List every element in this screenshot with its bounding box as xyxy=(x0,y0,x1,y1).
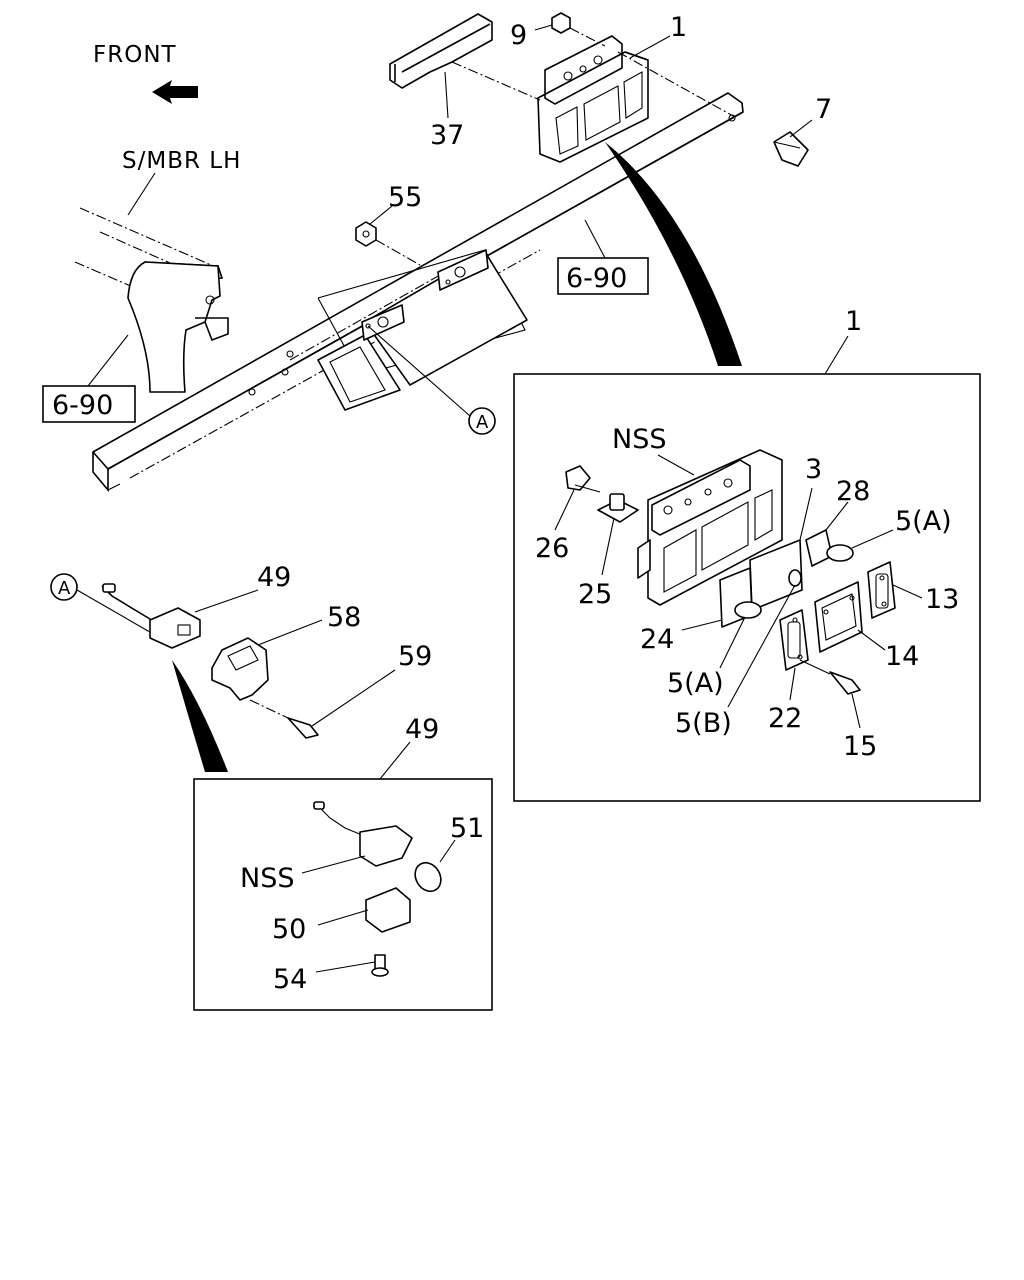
callout-3: 3 xyxy=(805,454,822,485)
callout-5a-lower: 5(A) xyxy=(667,668,724,699)
callout-13: 13 xyxy=(925,584,959,615)
callout-1: 1 xyxy=(670,12,687,43)
svg-text:A: A xyxy=(58,578,71,599)
bulb-5b-leader xyxy=(727,584,796,708)
screw-54: 54 xyxy=(273,954,389,995)
callout-15: 15 xyxy=(843,731,877,762)
ref-box-mid: 6-90 xyxy=(557,219,649,295)
callout-nss-lower: NSS xyxy=(240,863,294,894)
mounting-plates xyxy=(317,249,528,411)
callout-9: 9 xyxy=(510,20,527,51)
callout-54: 54 xyxy=(273,964,307,995)
bulb-51 xyxy=(414,861,442,893)
circle-ref-a: A xyxy=(468,407,496,435)
callout-37: 37 xyxy=(430,120,464,151)
callout-50: 50 xyxy=(272,914,306,945)
callout-14: 14 xyxy=(885,641,919,672)
side-member xyxy=(74,207,229,393)
callout-55: 55 xyxy=(388,182,422,213)
callout-28: 28 xyxy=(836,476,870,507)
callout-51: 51 xyxy=(450,813,484,844)
front-arrow-icon xyxy=(152,80,198,104)
callout-7: 7 xyxy=(815,94,832,125)
gasket-28: 28 xyxy=(805,476,870,567)
detail-box-lamp: 1 NSS 26 25 xyxy=(513,306,981,802)
member-leader xyxy=(127,172,156,216)
front-indicator: FRONT xyxy=(93,42,198,104)
screw-26: 26 xyxy=(535,465,601,564)
callout-25: 25 xyxy=(578,579,612,610)
ref-a-leader xyxy=(367,325,471,417)
front-label: FRONT xyxy=(93,42,177,68)
member-label: S/MBR LH xyxy=(122,148,241,174)
bolt-7: 7 xyxy=(773,94,832,167)
callout-49: 49 xyxy=(257,562,291,593)
license-lamp-49: 49 xyxy=(101,562,291,649)
detail-arrow-lower-icon xyxy=(172,660,228,772)
bulb-5a-leader xyxy=(719,616,746,669)
reflector-13: 13 xyxy=(867,561,959,619)
screw-15: 15 xyxy=(799,659,877,762)
callout-22: 22 xyxy=(768,703,802,734)
lens-3: 3 xyxy=(749,454,822,611)
cover-plate-14: 14 xyxy=(814,581,919,672)
callout-1-box: 1 xyxy=(845,306,862,337)
callout-58: 58 xyxy=(327,602,361,633)
ref-label: 6-90 xyxy=(52,390,113,421)
cover-37: 37 xyxy=(389,13,541,151)
callout-nss: NSS xyxy=(612,424,666,455)
detail-arrow-icon xyxy=(605,142,742,366)
reflector-22: 22 xyxy=(768,609,809,734)
callout-26: 26 xyxy=(535,533,569,564)
rear-combination-lamp: 1 xyxy=(537,12,736,163)
nut-9: 9 xyxy=(510,12,606,51)
callout-59: 59 xyxy=(398,641,432,672)
nut-55: 55 xyxy=(355,182,422,266)
screw-59: 59 xyxy=(249,641,432,739)
clip-50 xyxy=(365,887,411,933)
detail-box-license-lamp: 49 NSS 51 50 54 xyxy=(193,714,493,1011)
ref-label: 6-90 xyxy=(566,263,627,294)
connector-25: 25 xyxy=(578,493,639,610)
svg-text:A: A xyxy=(476,412,489,433)
callout-49-box: 49 xyxy=(405,714,439,745)
callout-5a: 5(A) xyxy=(895,506,952,537)
lens-24: 24 xyxy=(640,567,762,655)
bulb-5a-upper: 5(A) xyxy=(826,506,952,562)
lamp-cover-58: 58 xyxy=(211,602,361,701)
ref-box-left: 6-90 xyxy=(42,334,136,423)
circle-ref-a-lower: A xyxy=(50,573,156,636)
callout-5b: 5(B) xyxy=(675,708,732,739)
callout-24: 24 xyxy=(640,624,674,655)
